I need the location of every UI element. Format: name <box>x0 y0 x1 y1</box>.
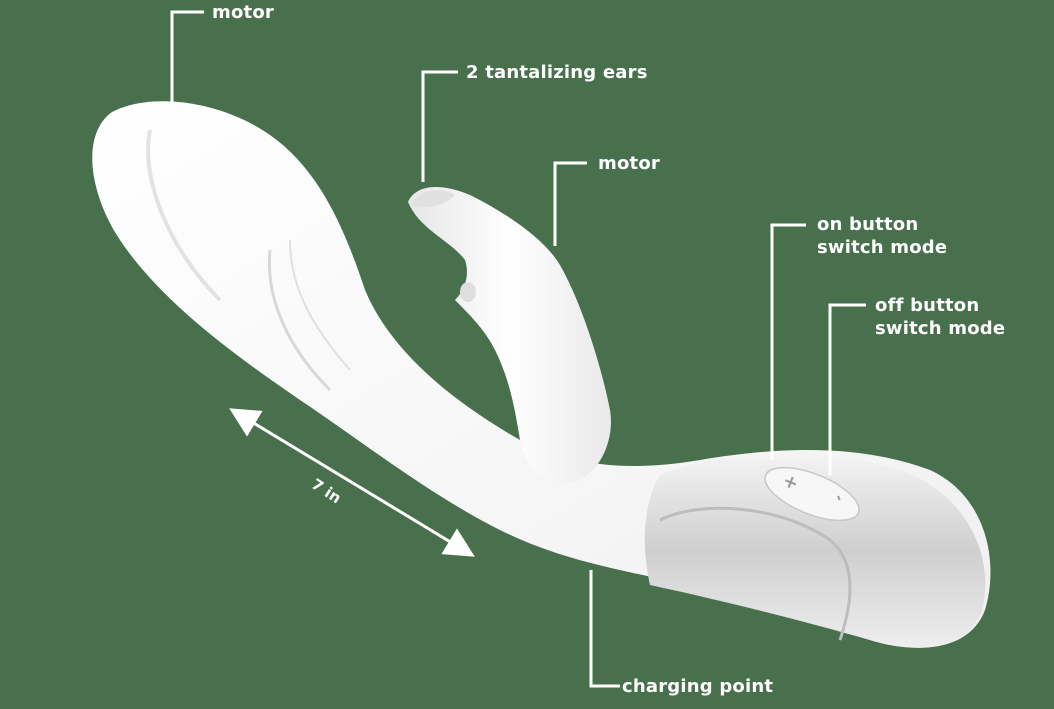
dimension-arrow <box>229 408 475 557</box>
leader-on-button <box>770 223 806 460</box>
label-motor-rabbit: motor <box>598 152 660 175</box>
device-handle <box>644 453 986 648</box>
label-text-line2: switch mode <box>817 237 948 258</box>
label-text-line1: off button <box>875 295 980 316</box>
rabbit-arm <box>408 186 611 483</box>
label-text: motor <box>212 2 274 23</box>
label-ears: 2 tantalizing ears <box>466 61 648 84</box>
leader-ears <box>421 70 458 182</box>
leader-motor-top <box>170 10 204 104</box>
label-motor-top: motor <box>212 1 274 24</box>
label-on-button: on button switch mode <box>817 213 947 259</box>
leader-charging <box>589 570 620 688</box>
leader-lines <box>170 10 866 688</box>
label-off-button: off button switch mode <box>875 294 1005 340</box>
leader-motor-rabbit <box>553 161 587 246</box>
button-panel <box>764 466 860 522</box>
leader-off-button <box>828 303 866 475</box>
label-text: 2 tantalizing ears <box>466 62 648 83</box>
label-text-line1: on button <box>817 214 919 235</box>
label-text-line2: switch mode <box>875 318 1006 339</box>
label-text: motor <box>598 153 660 174</box>
label-text: charging point <box>622 676 774 697</box>
label-charging: charging point <box>622 675 773 698</box>
